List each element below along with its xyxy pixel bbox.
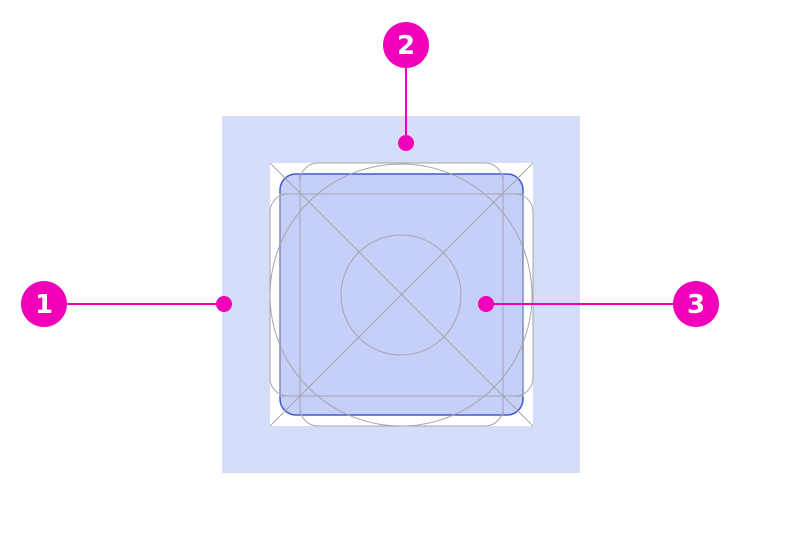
keyline-diagonal — [269, 162, 534, 427]
callout-2: 2 — [383, 22, 429, 151]
callout-3: 3 — [478, 281, 719, 327]
callout-1-marker — [216, 296, 232, 312]
callout-3-number: 3 — [687, 290, 705, 320]
callout-3-marker — [478, 296, 494, 312]
callout-2-badge — [383, 22, 429, 68]
callouts: 1 2 3 — [21, 22, 719, 327]
callout-3-badge — [673, 281, 719, 327]
keyline-grid — [269, 162, 534, 427]
callout-1-badge — [21, 281, 67, 327]
keyline-circle-small — [340, 234, 462, 356]
callout-2-marker — [398, 135, 414, 151]
callout-1: 1 — [21, 281, 232, 327]
callout-2-number: 2 — [397, 31, 415, 61]
callout-1-number: 1 — [35, 290, 53, 320]
